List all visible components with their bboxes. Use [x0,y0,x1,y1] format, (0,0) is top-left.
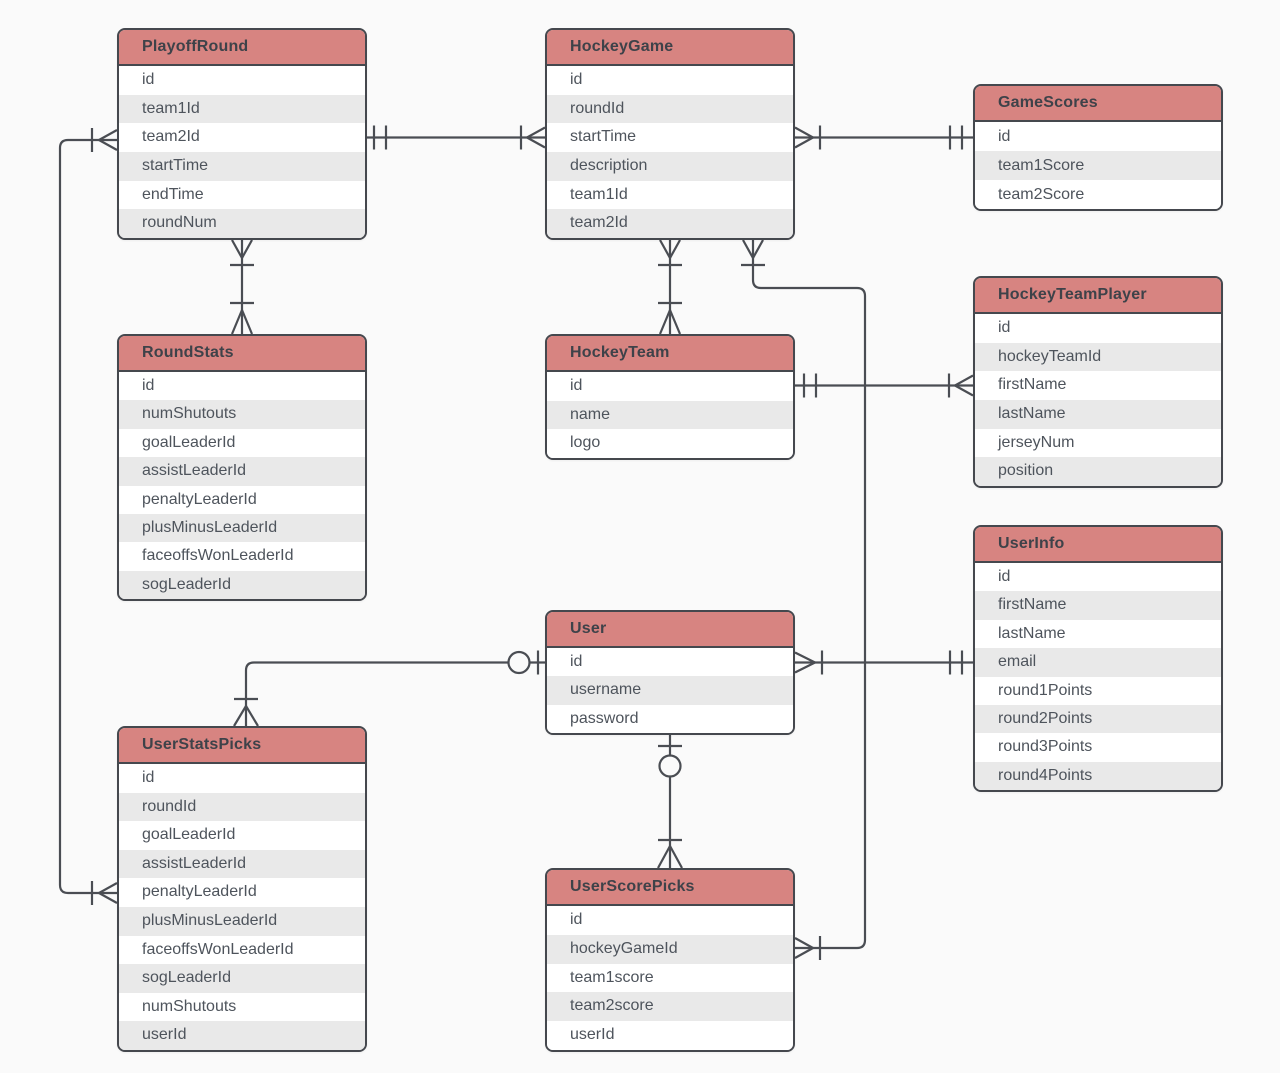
field-row-team1score[interactable]: team1Score [975,151,1221,180]
connector-hockeygame-userscorepicks[interactable] [741,239,867,960]
field-row-numshutouts[interactable]: numShutouts [119,400,365,429]
field-row-id[interactable]: id [975,122,1221,151]
entity-title-hockeyteam[interactable]: HockeyTeam [547,336,793,372]
field-row-goalleaderid[interactable]: goalLeaderId [119,428,365,458]
field-row-team2score[interactable]: team2score [547,992,793,1022]
entity-title-userscorepicks[interactable]: UserScorePicks [547,870,793,906]
entity-title-userinfo[interactable]: UserInfo [975,527,1221,563]
field-row-team2id[interactable]: team2Id [119,123,365,152]
field-row-assistleaderid[interactable]: assistLeaderId [119,457,365,486]
field-row-starttime[interactable]: startTime [119,151,365,181]
field-row-starttime[interactable]: startTime [547,123,793,152]
field-row-sogleaderid[interactable]: sogLeaderId [119,570,365,599]
entity-title-roundstats[interactable]: RoundStats [119,336,365,372]
field-row-name[interactable]: name [547,400,793,430]
field-row-password[interactable]: password [547,704,793,733]
field-row-goalleaderid[interactable]: goalLeaderId [119,821,365,850]
field-row-id[interactable]: id [547,372,793,401]
field-row-firstname[interactable]: firstName [975,371,1221,400]
entity-title-hockeygame[interactable]: HockeyGame [547,30,793,66]
field-row-penaltyleaderid[interactable]: penaltyLeaderId [119,485,365,514]
field-row-hockeygameid[interactable]: hockeyGameId [547,934,793,964]
field-row-id[interactable]: id [547,906,793,935]
field-row-endtime[interactable]: endTime [119,180,365,210]
connector-hockeyteam-hockeyteamplayer[interactable] [795,373,974,398]
field-row-assistleaderid[interactable]: assistLeaderId [119,849,365,879]
field-row-team1id[interactable]: team1Id [547,180,793,210]
field-row-roundnum[interactable]: roundNum [119,209,365,238]
field-row-id[interactable]: id [975,563,1221,592]
field-row-lastname[interactable]: lastName [975,619,1221,649]
field-row-id[interactable]: id [975,314,1221,343]
field-row-team2id[interactable]: team2Id [547,209,793,238]
connector-hockeygame-gamescores[interactable] [794,125,973,150]
field-row-firstname[interactable]: firstName [975,591,1221,620]
field-row-userid[interactable]: userId [547,1021,793,1050]
field-row-jerseynum[interactable]: jerseyNum [975,428,1221,458]
entity-title-hockeyteamplayer[interactable]: HockeyTeamPlayer [975,278,1221,314]
field-row-round2points[interactable]: round2Points [975,704,1221,734]
field-row-sogleaderid[interactable]: sogLeaderId [119,964,365,993]
field-row-id[interactable]: id [119,372,365,401]
field-row-faceoffswonleaderid[interactable]: faceoffsWonLeaderId [119,935,365,965]
connector-hockeygame-hockeyteam[interactable] [658,239,682,335]
field-row-id[interactable]: id [119,66,365,95]
zero-cardinality-circle [507,650,531,675]
entity-title-gamescores[interactable]: GameScores [975,86,1221,122]
field-row-logo[interactable]: logo [547,429,793,458]
field-row-faceoffswonleaderid[interactable]: faceoffsWonLeaderId [119,542,365,571]
field-row-username[interactable]: username [547,676,793,705]
field-row-team1score[interactable]: team1score [547,963,793,993]
field-row-id[interactable]: id [547,648,793,677]
connector-user-userinfo[interactable] [794,650,973,675]
field-row-position[interactable]: position [975,457,1221,486]
field-row-roundid[interactable]: roundId [119,792,365,822]
entity-title-user[interactable]: User [547,612,793,648]
entity-title-userstatspicks[interactable]: UserStatsPicks [119,728,365,764]
connector-playoffround-roundstats[interactable] [230,239,254,335]
field-row-round4points[interactable]: round4Points [975,761,1221,790]
field-row-plusminusleaderid[interactable]: plusMinusLeaderId [119,906,365,936]
field-row-description[interactable]: description [547,151,793,181]
field-row-round3points[interactable]: round3Points [975,733,1221,762]
field-row-id[interactable]: id [119,764,365,793]
connector-playoffround-hockeygame[interactable] [367,125,546,150]
field-row-round1points[interactable]: round1Points [975,676,1221,705]
field-row-team1id[interactable]: team1Id [119,94,365,124]
field-row-roundid[interactable]: roundId [547,94,793,124]
field-row-id[interactable]: id [547,66,793,95]
connector-playoffround-userstatspicks[interactable] [58,128,118,905]
connector-user-userstatspicks[interactable] [233,650,545,727]
field-row-email[interactable]: email [975,648,1221,677]
field-row-lastname[interactable]: lastName [975,399,1221,429]
zero-cardinality-circle [658,754,682,778]
field-row-userid[interactable]: userId [119,1021,365,1050]
field-row-penaltyleaderid[interactable]: penaltyLeaderId [119,878,365,907]
field-row-team2score[interactable]: team2Score [975,180,1221,209]
field-row-hockeyteamid[interactable]: hockeyTeamId [975,342,1221,372]
connector-user-userscorepicks[interactable] [657,735,683,869]
field-row-plusminusleaderid[interactable]: plusMinusLeaderId [119,513,365,543]
field-row-numshutouts[interactable]: numShutouts [119,992,365,1022]
entity-title-playoffround[interactable]: PlayoffRound [119,30,365,66]
